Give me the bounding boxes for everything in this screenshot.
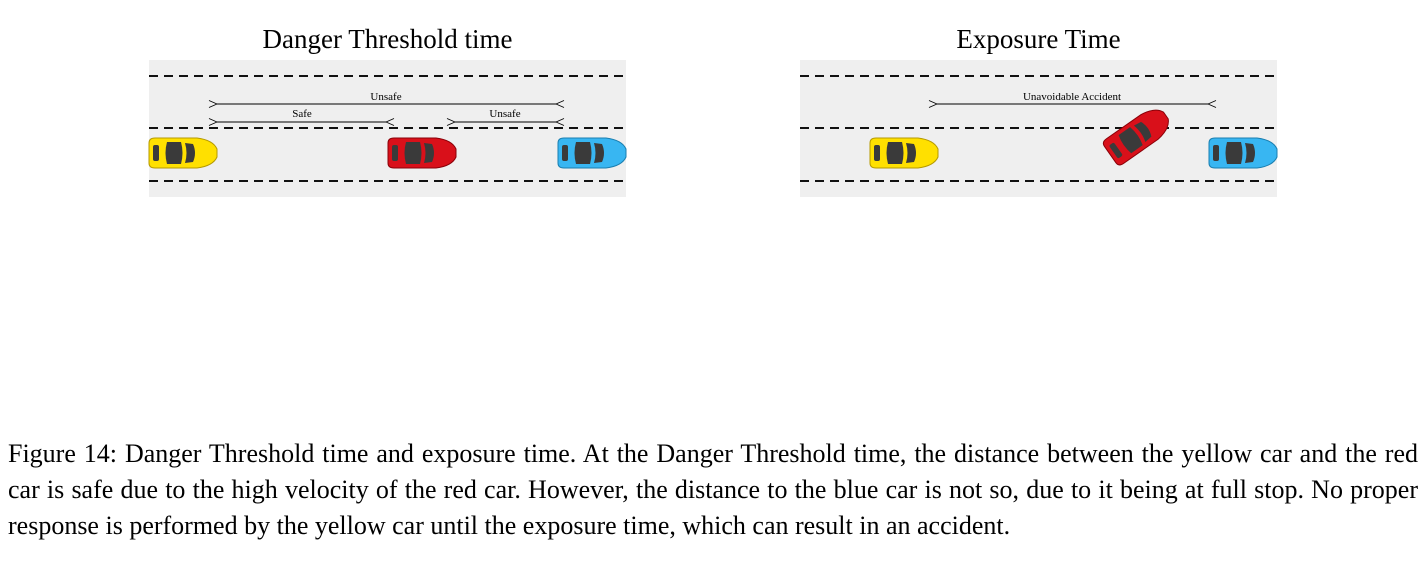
unsafe-gap-label: Unsafe — [489, 108, 520, 120]
blue-car — [557, 137, 627, 169]
red-car — [1102, 109, 1169, 166]
safe-range-label: Safe — [292, 108, 312, 120]
unsafe-range-label: Unsafe — [370, 91, 401, 103]
exposure-time-scene: Unavoidable Accident — [800, 60, 1278, 197]
yellow-car — [148, 137, 218, 169]
unavoidable-accident-label: Unavoidable Accident — [1023, 91, 1121, 103]
danger-threshold-title: Danger Threshold time — [262, 24, 513, 54]
exposure-time-title: Exposure Time — [956, 24, 1121, 54]
red-car — [387, 137, 457, 169]
yellow-car — [869, 137, 939, 169]
blue-car — [1208, 137, 1278, 169]
danger-threshold-scene: Unsafe Safe Unsafe — [148, 60, 627, 197]
figure-caption: Figure 14: Danger Threshold time and exp… — [8, 439, 1418, 540]
